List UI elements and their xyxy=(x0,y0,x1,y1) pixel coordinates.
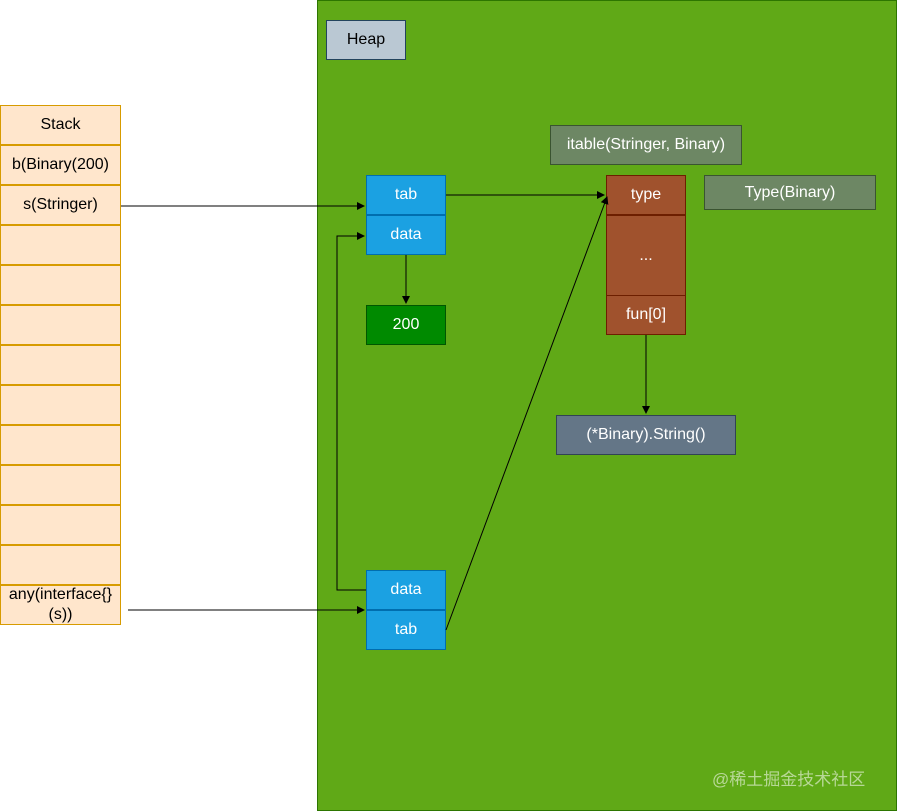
stack-cell-any: any(interface{} (s)) xyxy=(0,585,121,625)
heap-label: Heap xyxy=(326,20,406,60)
stack-cell-b: b(Binary(200) xyxy=(0,145,121,185)
stack-cell-empty xyxy=(0,385,121,425)
stack-cell-s: s(Stringer) xyxy=(0,185,121,225)
watermark: @稀土掘金技术社区 xyxy=(712,770,866,789)
stack-cell-empty xyxy=(0,305,121,345)
arrow-any-tab-to-type xyxy=(445,196,609,631)
iface-s-data: data xyxy=(366,215,446,255)
iface-any-data: data xyxy=(366,570,446,610)
stack-cell-empty xyxy=(0,425,121,465)
stack-cell-any-line2: (s)) xyxy=(48,606,73,623)
iface-s-tab: tab xyxy=(366,175,446,215)
stack-cell-any-line1: any(interface{} xyxy=(8,586,113,603)
itable-fun-field: fun[0] xyxy=(606,295,686,335)
stack-cell-empty xyxy=(0,265,121,305)
stack-cell-empty xyxy=(0,225,121,265)
stack-cell-empty xyxy=(0,465,121,505)
stack-cell-empty xyxy=(0,345,121,385)
itable-title: itable(Stringer, Binary) xyxy=(550,125,742,165)
stack-cell-empty xyxy=(0,505,121,545)
stack-cell-empty xyxy=(0,545,121,585)
itable-ellipsis: ... xyxy=(606,215,686,296)
itable-type-field: type xyxy=(606,175,686,215)
arrow-any-data-to-data xyxy=(336,232,366,591)
method-string-box: (*Binary).String() xyxy=(556,415,736,455)
value-200-box: 200 xyxy=(366,305,446,345)
stack-title: Stack xyxy=(0,105,121,145)
iface-any-tab: tab xyxy=(366,610,446,650)
type-binary-box: Type(Binary) xyxy=(704,175,876,210)
